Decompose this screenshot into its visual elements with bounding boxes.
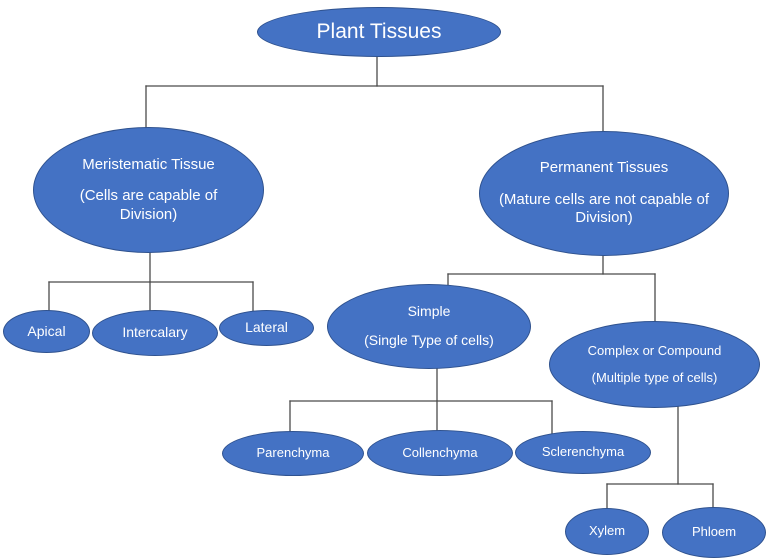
node-intercalary: Intercalary bbox=[92, 310, 218, 356]
node-xylem: Xylem bbox=[565, 508, 649, 555]
node-apical: Apical bbox=[3, 310, 90, 353]
node-simple-label: Simple bbox=[407, 303, 451, 320]
node-collenchyma: Collenchyma bbox=[367, 430, 513, 476]
edges-complex bbox=[606, 405, 714, 512]
node-intercalary-label: Intercalary bbox=[122, 324, 188, 341]
node-collenchyma-label: Collenchyma bbox=[402, 444, 478, 460]
edges-meristematic bbox=[48, 250, 254, 314]
node-complex-label: Complex or Compound bbox=[587, 342, 722, 358]
node-sclerenchyma: Sclerenchyma bbox=[515, 431, 651, 474]
node-complex-note: (Multiple type of cells) bbox=[591, 370, 718, 386]
node-complex-or-compound: Complex or Compound (Multiple type of ce… bbox=[549, 321, 760, 408]
node-phloem: Phloem bbox=[662, 507, 766, 558]
node-simple-note: (Single Type of cells) bbox=[364, 332, 494, 349]
node-plant-tissues-label: Plant Tissues bbox=[316, 19, 442, 43]
node-sclerenchyma-label: Sclerenchyma bbox=[541, 444, 625, 460]
node-meristematic-tissue: Meristematic Tissue (Cells are capable o… bbox=[33, 127, 264, 253]
node-xylem-label: Xylem bbox=[588, 523, 626, 539]
node-meristematic-label: Meristematic Tissue bbox=[82, 155, 215, 173]
node-phloem-label: Phloem bbox=[691, 524, 737, 540]
node-lateral: Lateral bbox=[219, 310, 314, 346]
node-lateral-label: Lateral bbox=[245, 319, 288, 336]
node-permanent-label: Permanent Tissues bbox=[539, 159, 669, 176]
node-meristematic-note: (Cells are capable of Division) bbox=[79, 187, 218, 223]
node-permanent-note: (Mature cells are not capable of Divisio… bbox=[498, 190, 710, 227]
node-plant-tissues: Plant Tissues bbox=[257, 7, 501, 57]
node-parenchyma-label: Parenchyma bbox=[256, 445, 330, 461]
node-parenchyma: Parenchyma bbox=[222, 431, 364, 476]
edges-simple bbox=[289, 366, 553, 438]
node-permanent-tissues: Permanent Tissues (Mature cells are not … bbox=[479, 131, 729, 256]
node-apical-label: Apical bbox=[27, 322, 66, 339]
node-simple: Simple (Single Type of cells) bbox=[327, 284, 531, 369]
edges-root bbox=[145, 54, 604, 135]
